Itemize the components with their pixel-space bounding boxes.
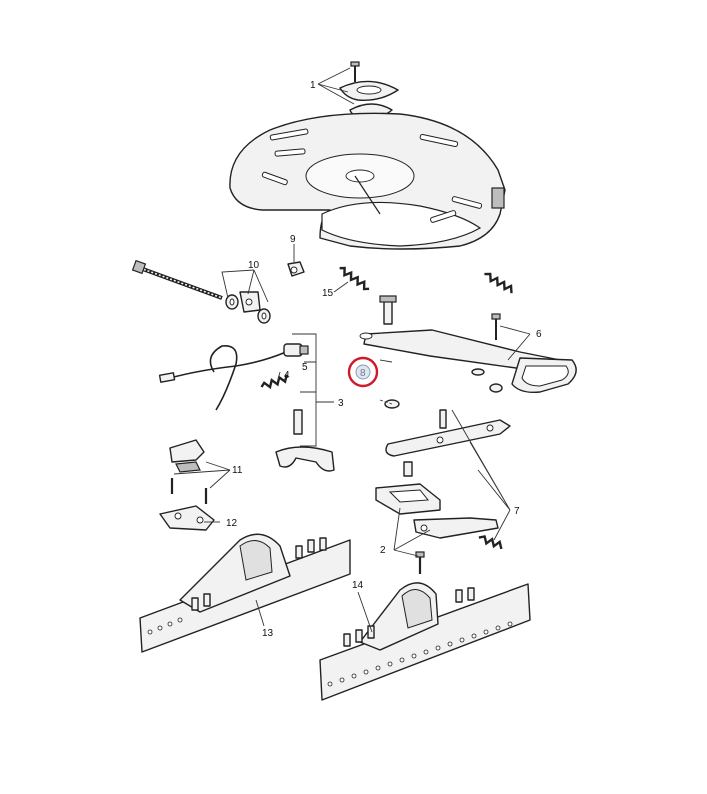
part-12-plate [159, 505, 215, 531]
callout-6: 6 [536, 329, 542, 340]
part-9-clip [287, 261, 305, 277]
part-6-spring-bolt [484, 272, 513, 340]
part-14-mounting-bracket [319, 582, 531, 701]
callout-13: 13 [262, 628, 274, 639]
part-2-bracket [375, 483, 441, 574]
fifth-wheel-top-plate [229, 112, 506, 250]
part-7-linkages [385, 409, 511, 550]
highlighted-callout-8[interactable]: 8 [347, 356, 379, 388]
callout-15: 15 [322, 288, 334, 299]
callout-8: 8 [360, 368, 366, 379]
callout-5: 5 [302, 362, 308, 373]
callout-2: 2 [380, 545, 386, 556]
release-handle-assembly [359, 295, 577, 409]
part-11-bracket-bolts [169, 439, 208, 504]
part-1-screw-and-rings [339, 61, 399, 120]
callout-1: 1 [310, 80, 316, 91]
callout-14: 14 [352, 580, 364, 591]
callout-8-marker [355, 364, 371, 380]
part-13-mounting-bracket [139, 533, 351, 653]
part-4-spring [260, 374, 288, 390]
part-10-bolt-washers [131, 259, 271, 324]
callout-12: 12 [226, 518, 238, 529]
callout-3: 3 [338, 398, 344, 409]
callout-7: 7 [514, 506, 520, 517]
highlight-ring [347, 356, 379, 388]
part-15-spring [339, 266, 370, 291]
callout-10: 10 [248, 260, 260, 271]
callout-11: 11 [232, 465, 243, 476]
callout-4: 4 [284, 370, 290, 381]
callout-9: 9 [290, 234, 296, 245]
part-3-hook [275, 409, 335, 472]
cable-assembly [158, 343, 309, 411]
leader-lines [173, 67, 531, 633]
